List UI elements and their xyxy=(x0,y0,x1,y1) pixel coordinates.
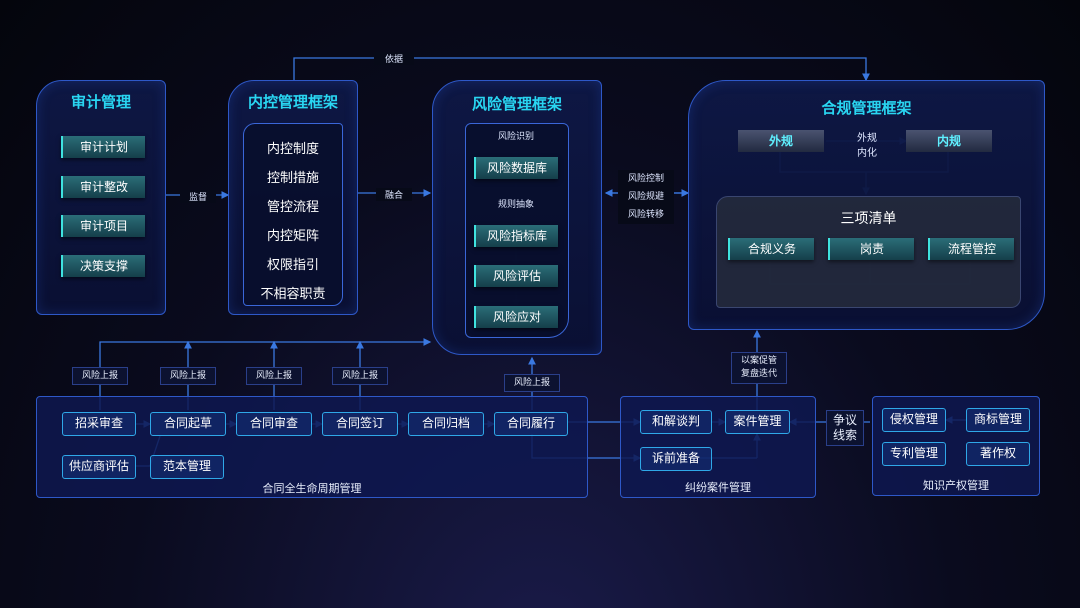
internal-control-list: 内控制度 控制措施 管控流程 内控矩阵 权限指引 不相容职责 xyxy=(243,123,343,306)
risk-report-label: 风险上报 xyxy=(332,367,388,385)
template-mgmt-button[interactable]: 范本管理 xyxy=(150,455,224,479)
internal-control-panel: 内控管理框架 内控制度 控制措施 管控流程 内控矩阵 权限指引 不相容职责 xyxy=(228,80,358,315)
position-duty-button[interactable]: 岗责 xyxy=(828,238,914,260)
ic-item[interactable]: 权限指引 xyxy=(266,258,319,273)
audit-rectify-button[interactable]: 审计整改 xyxy=(61,176,145,198)
merge-label: 融合 xyxy=(376,188,412,201)
ic-item[interactable]: 不相容职责 xyxy=(260,287,326,302)
risk-report-label: 风险上报 xyxy=(72,367,128,385)
risk-report-label: 风险上报 xyxy=(504,374,560,392)
basis-label: 依据 xyxy=(374,52,414,65)
internal-control-title: 内控管理框架 xyxy=(247,93,338,111)
risk-report-label: 风险上报 xyxy=(246,367,302,385)
contract-draft-button[interactable]: 合同起草 xyxy=(150,412,226,436)
infringement-button[interactable]: 侵权管理 xyxy=(882,408,946,432)
process-control-button[interactable]: 流程管控 xyxy=(928,238,1014,260)
three-lists-title: 三项清单 xyxy=(840,211,897,227)
rule-abstract-label: 规则抽象 xyxy=(497,200,534,210)
risk-action-labels: 风险控制 风险规避 风险转移 xyxy=(618,170,674,224)
risk-index-button[interactable]: 风险指标库 xyxy=(474,225,558,247)
contract-title: 合同全生命周期管理 xyxy=(262,482,362,495)
audit-panel: 审计管理 审计计划 审计整改 审计项目 决策支撑 xyxy=(36,80,166,315)
pre-litigation-button[interactable]: 诉前准备 xyxy=(640,447,712,471)
case-promote-label: 以案促管 复盘迭代 xyxy=(731,352,787,384)
ic-item[interactable]: 内控制度 xyxy=(266,142,319,157)
compliance-title: 合规管理框架 xyxy=(821,99,912,117)
dispute-title: 纠纷案件管理 xyxy=(685,481,751,494)
patent-button[interactable]: 专利管理 xyxy=(882,442,946,466)
copyright-button[interactable]: 著作权 xyxy=(966,442,1030,466)
internalize-label: 外规 内化 xyxy=(857,133,877,159)
contract-perform-button[interactable]: 合同履行 xyxy=(494,412,568,436)
contract-archive-button[interactable]: 合同归档 xyxy=(408,412,484,436)
case-mgmt-button[interactable]: 案件管理 xyxy=(725,410,790,434)
risk-database-button[interactable]: 风险数据库 xyxy=(474,157,558,179)
risk-identify-label: 风险识别 xyxy=(497,132,534,142)
dispute-clue-label: 争议 线索 xyxy=(826,410,864,446)
audit-title: 审计管理 xyxy=(70,93,131,111)
mediation-button[interactable]: 和解谈判 xyxy=(640,410,712,434)
audit-project-button[interactable]: 审计项目 xyxy=(61,215,145,237)
contract-sign-button[interactable]: 合同签订 xyxy=(322,412,398,436)
procurement-review-button[interactable]: 招采审查 xyxy=(62,412,136,436)
risk-assess-button[interactable]: 风险评估 xyxy=(474,265,558,287)
ic-item[interactable]: 控制措施 xyxy=(266,171,319,186)
decision-support-button[interactable]: 决策支撑 xyxy=(61,255,145,277)
risk-respond-button[interactable]: 风险应对 xyxy=(474,306,558,328)
ic-item[interactable]: 管控流程 xyxy=(266,200,319,215)
risk-report-label: 风险上报 xyxy=(160,367,216,385)
audit-plan-button[interactable]: 审计计划 xyxy=(61,136,145,158)
risk-title: 风险管理框架 xyxy=(471,95,562,113)
compliance-duty-button[interactable]: 合规义务 xyxy=(728,238,814,260)
contract-review-button[interactable]: 合同审查 xyxy=(236,412,312,436)
ic-item[interactable]: 内控矩阵 xyxy=(266,229,319,244)
internal-rules-button[interactable]: 内规 xyxy=(906,130,992,152)
trademark-button[interactable]: 商标管理 xyxy=(966,408,1030,432)
ip-title: 知识产权管理 xyxy=(923,479,989,492)
external-rules-button[interactable]: 外规 xyxy=(738,130,824,152)
supervise-label: 监督 xyxy=(180,190,216,203)
supplier-eval-button[interactable]: 供应商评估 xyxy=(62,455,136,479)
